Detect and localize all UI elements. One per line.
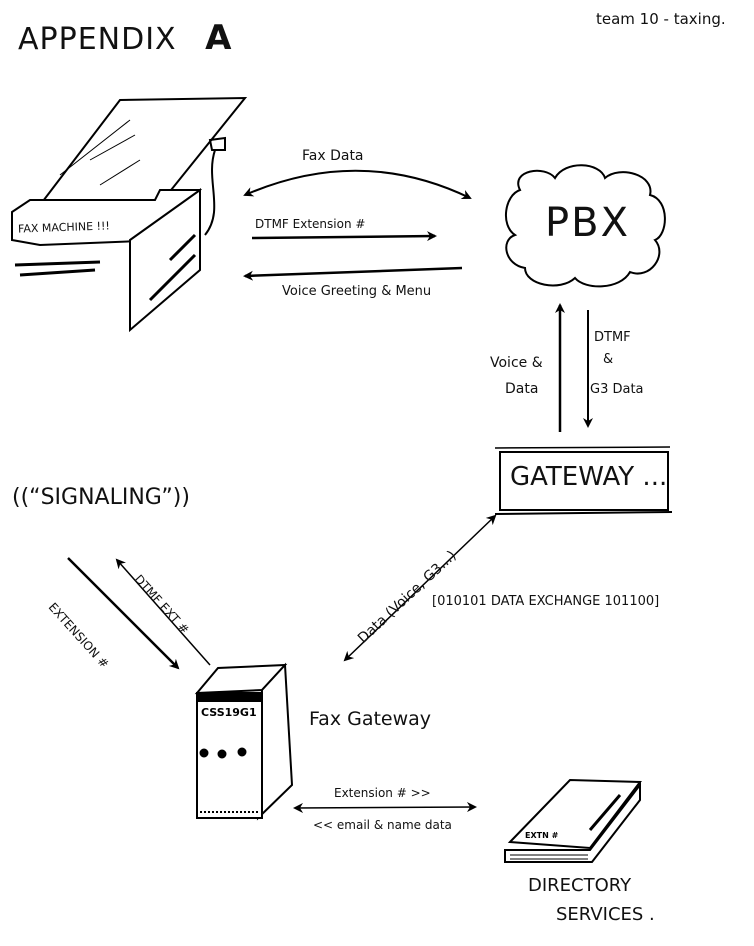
team-note: team 10 - taxing. (596, 10, 726, 28)
pbx-cloud-icon (504, 164, 666, 288)
data-exchange-label: [010101 DATA EXCHANGE 101100] (432, 594, 660, 609)
signaling-label: ((“SIGNALING”)) (12, 485, 190, 510)
dtmf-ext-arrow (115, 558, 211, 666)
extension-directory-arrow (293, 802, 477, 813)
pbx-label: PBX (545, 200, 630, 246)
dtmf-extension-label: DTMF Extension # (255, 217, 366, 231)
book-label: EXTN # (525, 831, 559, 840)
fax-data-arrow (243, 169, 472, 200)
extension-out-label: Extension # >> (334, 786, 431, 800)
gateway-label: GATEWAY ... (510, 462, 668, 492)
dtmf-extension-arrow (251, 231, 437, 242)
title-text: APPENDIX (18, 22, 177, 57)
directory-label-2: SERVICES . (556, 904, 655, 925)
fax-data-label: Fax Data (302, 148, 364, 164)
fax-machine-icon (11, 96, 248, 333)
voice-data-label-2: Data (505, 381, 539, 397)
gateway-box (494, 446, 673, 515)
dtmf-g3-label-3: G3 Data (590, 382, 644, 397)
dtmf-g3-label-2: & (603, 352, 614, 367)
email-name-label: << email & name data (313, 818, 452, 832)
device-id-label: CSS19G1 (201, 706, 257, 719)
extension-arrow (67, 557, 180, 670)
fax-gateway-server-icon (194, 662, 294, 821)
fax-gateway-label: Fax Gateway (309, 708, 432, 730)
data-voice-g3-arrow (343, 514, 497, 662)
voice-data-label-1: Voice & (490, 355, 543, 371)
directory-label-1: DIRECTORY (528, 875, 632, 896)
voice-greeting-arrow (243, 266, 463, 281)
title-letter: A (205, 18, 233, 58)
directory-book-icon (504, 778, 642, 863)
dtmf-g3-label-1: DTMF (594, 330, 631, 345)
voice-greeting-label: Voice Greeting & Menu (282, 284, 432, 299)
page-title: APPENDIX A (18, 18, 232, 58)
